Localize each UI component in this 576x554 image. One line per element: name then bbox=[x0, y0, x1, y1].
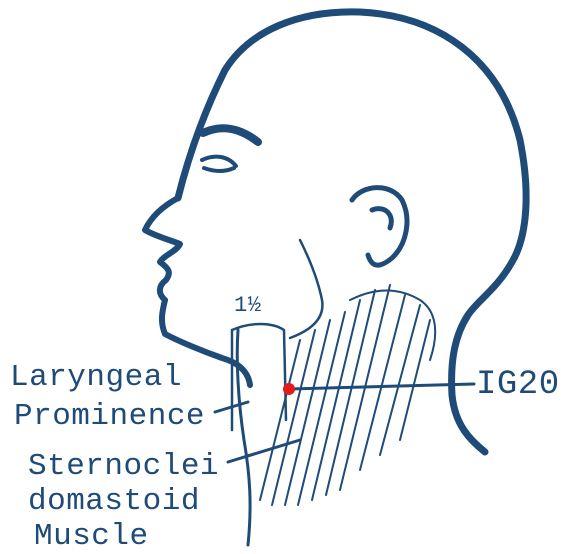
scm-label-line1: Sternoclei bbox=[28, 451, 219, 482]
measure-label: 1½ bbox=[234, 295, 261, 317]
scm-label-line3: Muscle bbox=[34, 521, 149, 552]
face-profile bbox=[145, 198, 250, 385]
prominence-label: Prominence bbox=[14, 401, 205, 432]
scm-muscle bbox=[260, 285, 435, 505]
eyebrow bbox=[203, 128, 258, 142]
laryngeal-label: Laryngeal bbox=[10, 362, 182, 393]
neck-front bbox=[237, 330, 250, 545]
jaw-line bbox=[290, 240, 322, 338]
scm-label-line2: domastoid bbox=[28, 486, 200, 517]
ear bbox=[352, 188, 407, 266]
eye bbox=[202, 157, 236, 171]
acupoint-label: IG20 bbox=[476, 368, 560, 402]
leader-scm bbox=[228, 440, 300, 462]
acupoint-marker bbox=[283, 383, 295, 395]
